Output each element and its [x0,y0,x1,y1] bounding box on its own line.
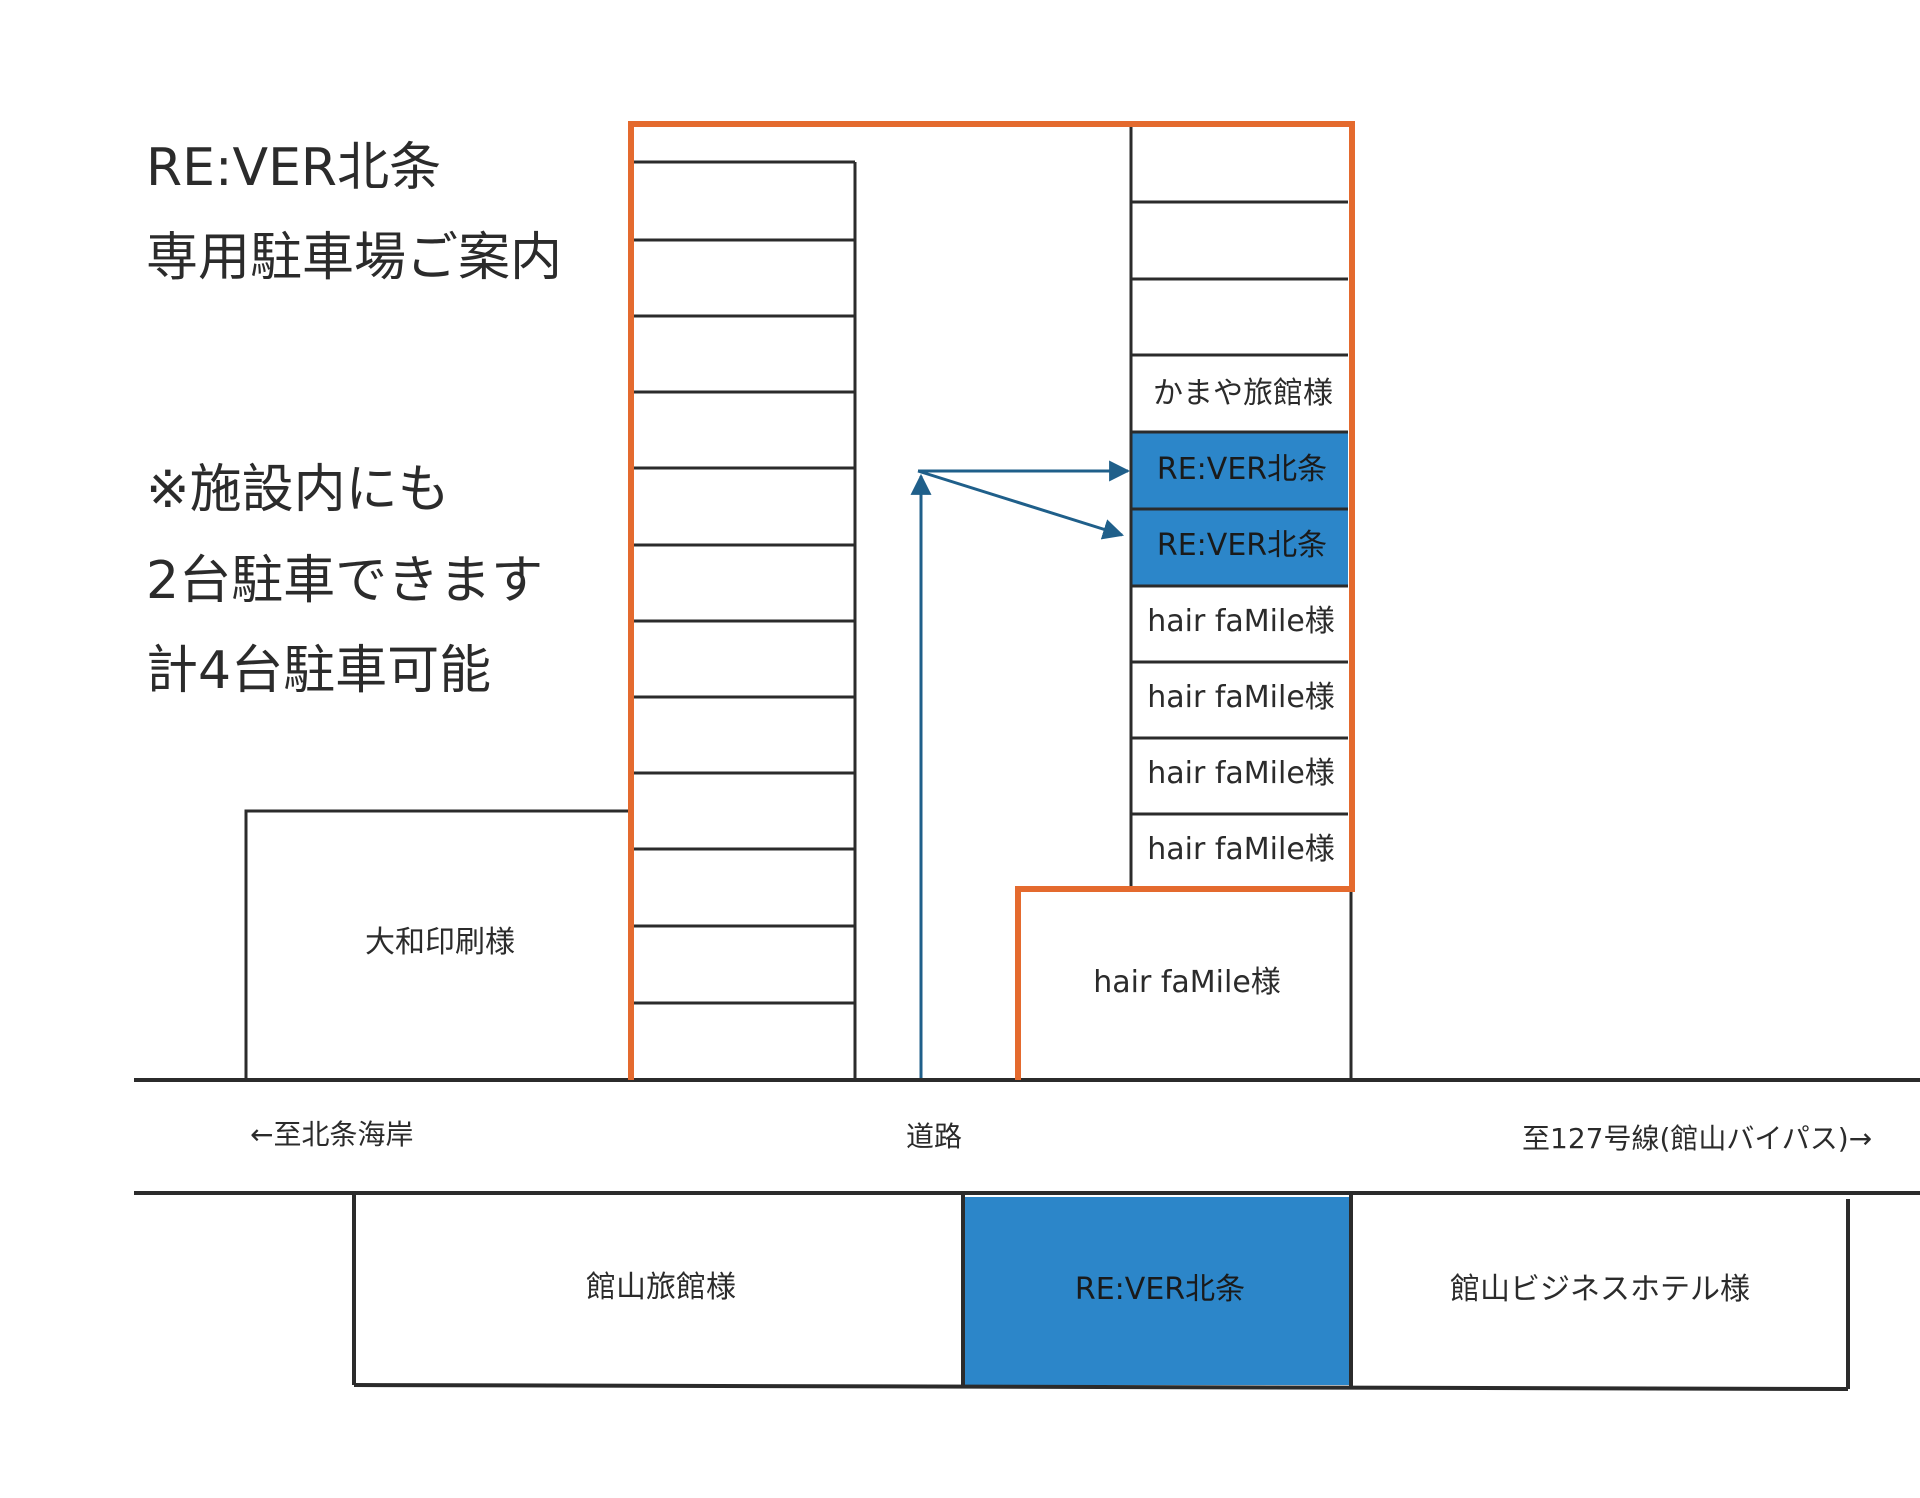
space-label-rever-2: RE:VER北条 [1156,528,1328,563]
rever-bottom-lot [964,1197,1351,1385]
note-line-1: ※施設内にも [146,460,450,520]
tateyama-ryokan-label: 館山旅館様 [586,1270,736,1305]
space-label-famile-1: hair faMile様 [1147,604,1335,639]
space-label-kamaya: かまや旅館様 [1153,376,1333,411]
road-label-right: 至127号線(館山バイパス)→ [1522,1122,1873,1155]
property-outline [628,121,1355,1080]
bottom-buildings [352,1193,1850,1391]
page-title-line-1: RE:VER北条 [146,138,442,198]
road-label-left: ←至北条海岸 [250,1118,414,1151]
rever-space-2 [1132,510,1348,586]
business-hotel-label: 館山ビジネスホテル様 [1450,1272,1750,1307]
page-title-line-2: 専用駐車場ご案内 [146,228,563,288]
space-label-famile-2: hair faMile様 [1147,680,1335,715]
rever-bottom-label: RE:VER北条 [1074,1272,1246,1307]
yamato-label: 大和印刷様 [365,925,515,960]
left-parking-column [633,160,857,1080]
famile-lot-label: hair faMile様 [1093,965,1281,1000]
space-label-famile-4: hair faMile様 [1147,832,1335,867]
right-parking-column [1129,126,1348,887]
rever-space-1 [1132,433,1348,509]
note-line-3: 計4台駐車可能 [146,641,492,701]
space-label-famile-3: hair faMile様 [1147,756,1335,791]
road-label-center: 道路 [906,1120,963,1153]
route-arrows [910,460,1131,1078]
route-arrow-to-space-2 [917,469,1125,540]
note-line-2: 2台駐車できます [146,551,544,611]
space-label-rever-1: RE:VER北条 [1156,452,1328,487]
